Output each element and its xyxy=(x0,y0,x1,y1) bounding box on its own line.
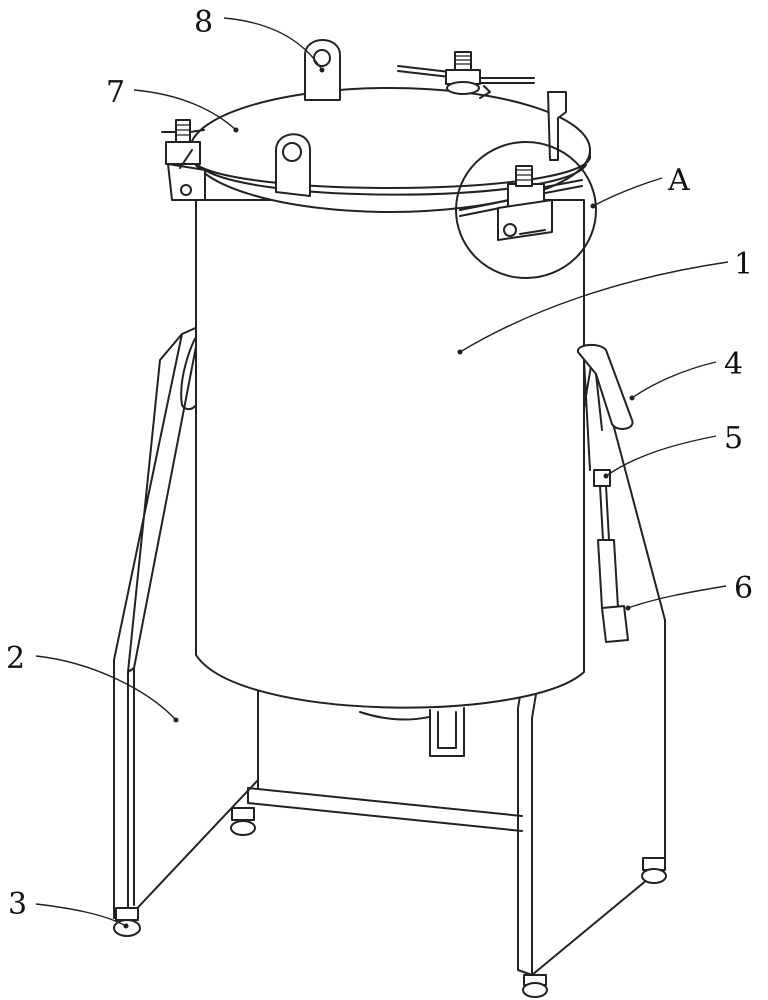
label-7: 7 xyxy=(106,75,125,110)
label-1: 1 xyxy=(734,247,753,282)
foot-front-right xyxy=(522,974,548,998)
tilt-handle xyxy=(577,344,634,471)
clamp-right xyxy=(459,91,583,241)
gas-spring xyxy=(593,469,629,643)
leader-lines xyxy=(35,17,729,927)
bottom-outlet-bracket xyxy=(429,707,465,757)
detail-a-circle xyxy=(455,141,597,279)
foot-rear-left xyxy=(230,807,256,836)
foot-rear-right xyxy=(641,857,667,884)
label-4: 4 xyxy=(724,347,743,382)
label-3: 3 xyxy=(8,887,27,922)
cross-bar xyxy=(247,779,523,832)
label-2: 2 xyxy=(6,641,25,676)
clamp-rear xyxy=(397,51,535,99)
lifting-lug-front xyxy=(275,133,311,197)
label-5: 5 xyxy=(724,421,743,456)
clamp-left xyxy=(161,119,206,201)
leader-dots xyxy=(123,67,635,929)
label-6: 6 xyxy=(734,571,753,606)
label-8: 8 xyxy=(194,5,213,40)
label-a: A xyxy=(667,163,690,198)
